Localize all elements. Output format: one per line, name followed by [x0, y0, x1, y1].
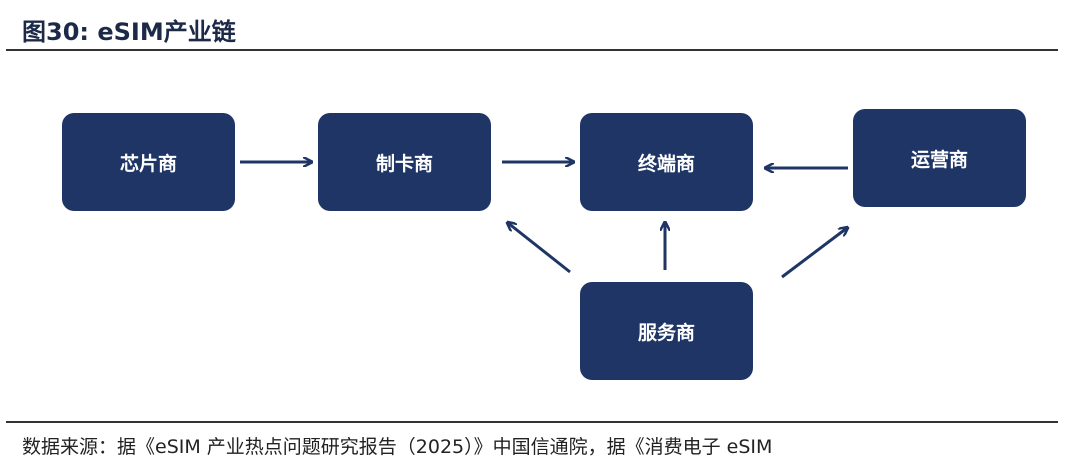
node-label: 运营商 — [910, 148, 968, 171]
node-service-provider: 服务商 — [580, 282, 753, 380]
source-note: 数据来源：据《eSIM 产业热点问题研究报告（2025）》中国信通院，据《消费电… — [22, 436, 773, 458]
node-chip-vendor: 芯片商 — [62, 113, 235, 211]
node-operator: 运营商 — [853, 109, 1026, 207]
node-label: 制卡商 — [375, 152, 433, 175]
footer-divider — [6, 421, 1058, 423]
node-label: 芯片商 — [119, 152, 177, 175]
figure-title: 图30: eSIM产业链 — [22, 18, 236, 46]
arrow-service-to-operator — [781, 228, 847, 279]
node-label: 服务商 — [637, 321, 695, 344]
node-label: 终端商 — [637, 152, 695, 175]
node-terminal-maker: 终端商 — [580, 113, 753, 211]
arrow-service-to-card — [508, 223, 571, 274]
title-divider — [6, 49, 1058, 51]
node-card-maker: 制卡商 — [318, 113, 491, 211]
